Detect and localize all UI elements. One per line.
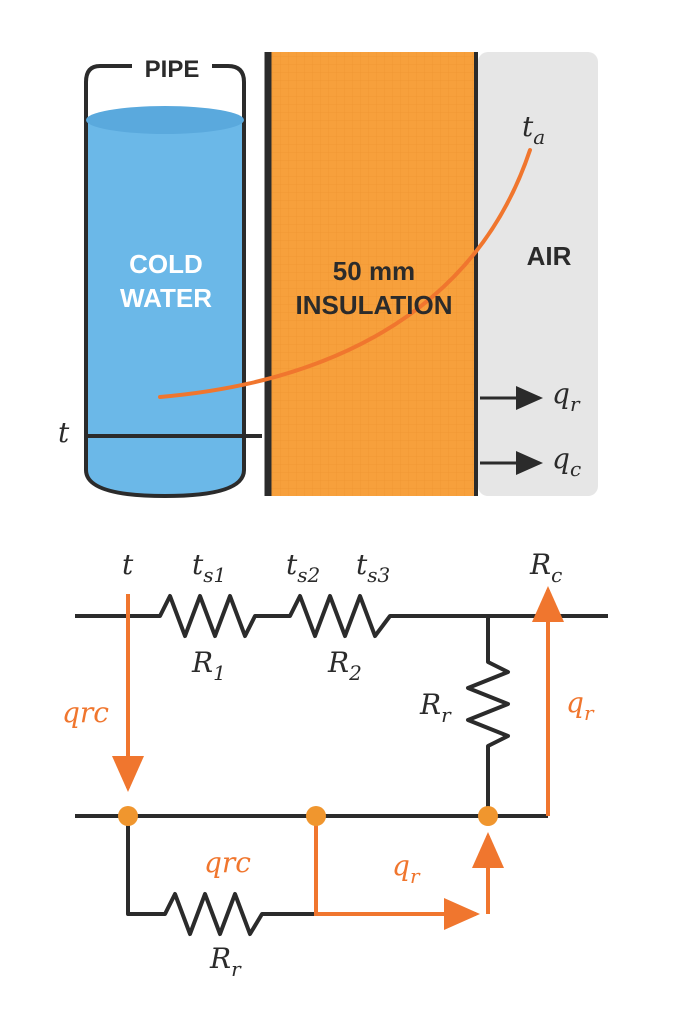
qr-bottom-arrow — [314, 816, 480, 930]
pipe-bracket — [84, 64, 132, 470]
node-left — [118, 806, 138, 826]
air-label: AIR — [527, 241, 572, 271]
qrc-bottom-label: qrc — [204, 846, 251, 879]
rr-right-label: Rr — [419, 688, 452, 727]
rr-bottom-label: Rr — [209, 942, 242, 981]
rr-resistor-vertical — [466, 616, 510, 816]
node-middle — [306, 806, 326, 826]
circuit-t-label: t — [122, 548, 134, 581]
top-wire — [75, 594, 608, 638]
qrc-left-label: qrc — [62, 696, 109, 729]
ts1-label: ts1 — [192, 548, 226, 587]
qc-label: qc — [552, 442, 581, 481]
temperature-profile-curve — [158, 148, 532, 399]
ta-label: ta — [522, 110, 545, 149]
rc-label: Rc — [529, 548, 562, 587]
ts2-label: ts2 — [286, 548, 320, 587]
air-region — [478, 52, 598, 496]
insulation-label-line-2: INSULATION — [296, 290, 453, 320]
pipe-label: PIPE — [145, 56, 200, 83]
rr-resistor-bottom — [126, 816, 316, 936]
t-label: t — [58, 416, 70, 449]
water-surface — [86, 106, 244, 134]
water-label-line-2: WATER — [120, 283, 212, 313]
r1-label: R1 — [191, 646, 226, 685]
node-right — [478, 806, 498, 826]
water-label-line-1: COLD — [129, 249, 203, 279]
qr-label: qr — [552, 377, 581, 416]
r2-label: R2 — [327, 646, 362, 685]
qr-bottom-label: qr — [392, 849, 421, 888]
ts3-label: ts3 — [356, 548, 390, 587]
insulation-label-line-1: 50 mm — [333, 256, 415, 286]
qr-right-label: qr — [566, 686, 595, 725]
cold-water-cylinder — [84, 118, 246, 499]
